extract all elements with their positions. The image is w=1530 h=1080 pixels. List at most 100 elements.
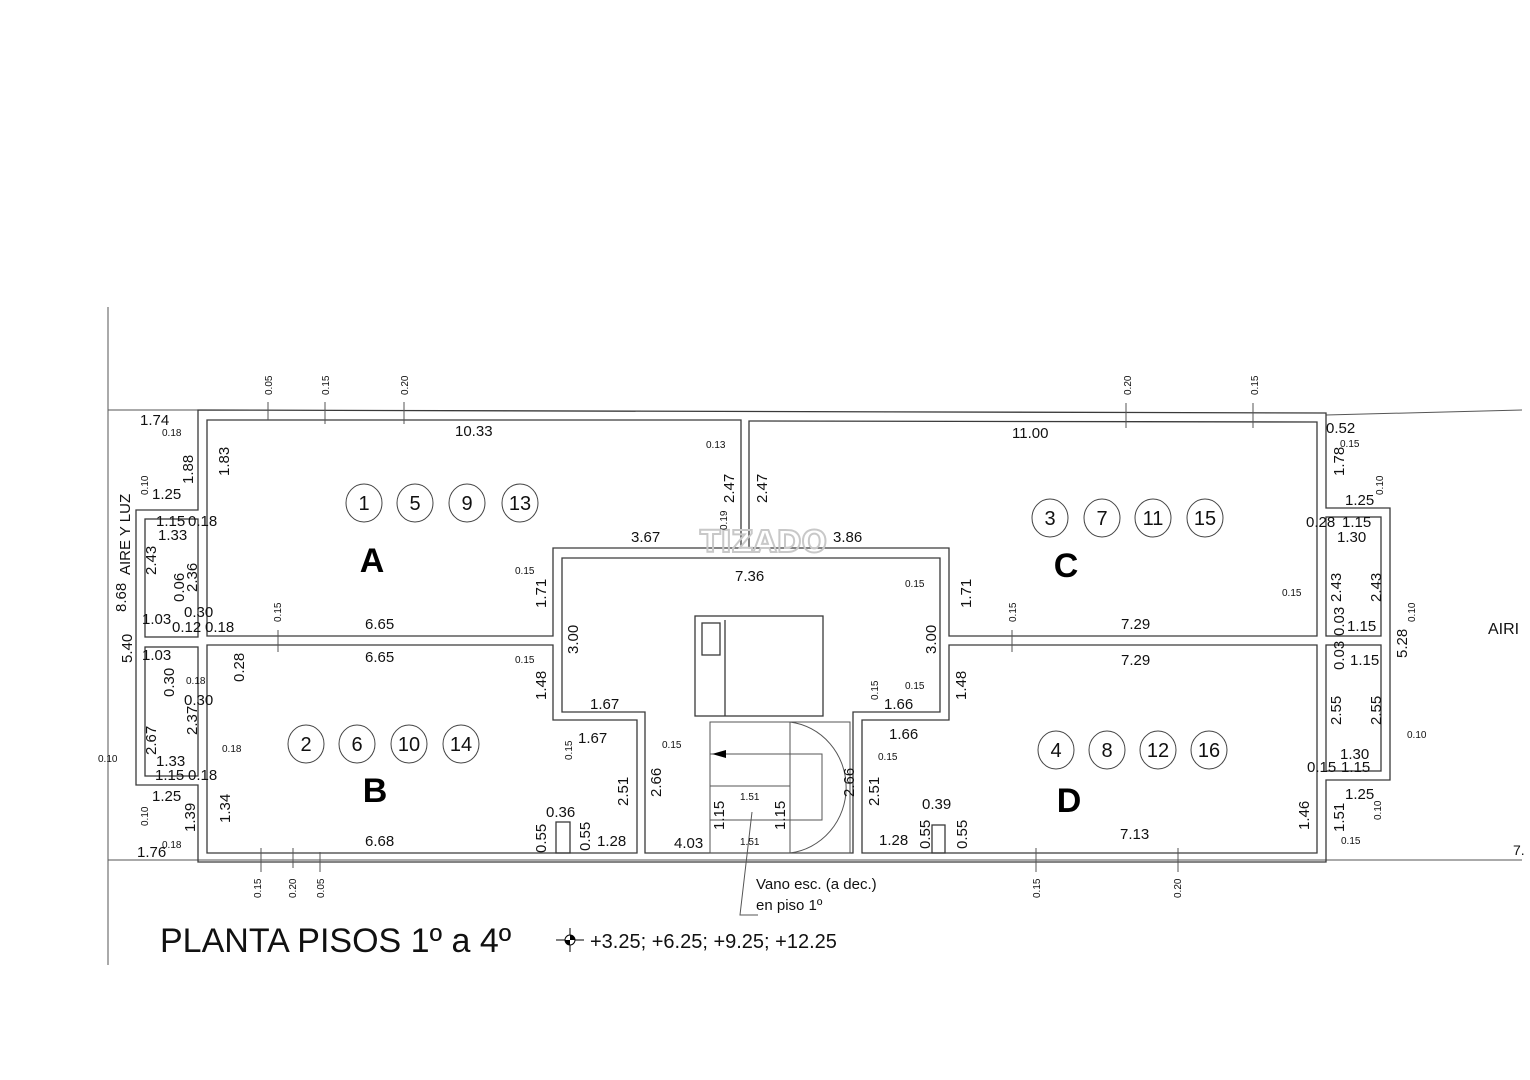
floor-number: 11 xyxy=(1143,508,1164,530)
dimension-label: 7.13 xyxy=(1120,826,1149,843)
dimension-label-vertical: 5.40 xyxy=(119,634,136,663)
dimension-label-vertical: 2.36 xyxy=(184,563,201,592)
dimension-label-vertical: 3.00 xyxy=(565,625,582,654)
dimension-label-small: 0.15 xyxy=(1032,878,1043,898)
dimension-label-vertical: 2.43 xyxy=(1368,573,1385,602)
floor-number: 2 xyxy=(300,734,311,756)
dimension-label-small: 0.15 xyxy=(1340,439,1360,450)
dimension-label-vertical: 0.55 xyxy=(917,820,934,849)
floor-number-circle xyxy=(1031,498,1069,538)
dimension-label: 0.30 xyxy=(184,604,213,621)
dimension-label-vertical: 0.30 xyxy=(161,668,178,697)
dimension-label-vertical: 2.55 xyxy=(1368,696,1385,725)
dimension-label-small: 0.13 xyxy=(706,440,726,451)
dimension-label: 1.51 xyxy=(740,792,760,803)
dimension-label-vertical: 1.48 xyxy=(533,671,550,700)
dimension-label-vertical: 0.03 xyxy=(1331,607,1348,636)
floor-number: 16 xyxy=(1198,740,1220,762)
dimension-label-vertical: 2.66 xyxy=(841,768,858,797)
site-boundary xyxy=(107,307,1523,965)
dimension-label: 0.39 xyxy=(922,796,951,813)
floor-number: 6 xyxy=(351,734,362,756)
dimension-label: 0.18 xyxy=(205,619,234,636)
level-marker-icon xyxy=(556,928,584,952)
dimension-label-vertical: 1.48 xyxy=(953,671,970,700)
floor-number: 3 xyxy=(1044,508,1055,530)
dimension-label-small: 0.15 xyxy=(1282,588,1302,599)
dimension-label-vertical: 0.06 xyxy=(171,573,188,602)
dimension-label: 7.29 xyxy=(1121,652,1150,669)
dimension-label-small: 0.15 xyxy=(273,602,284,622)
dimension-label: 0.12 xyxy=(172,619,201,636)
stair-arrow-icon xyxy=(712,750,726,758)
floor-number-circle xyxy=(1139,730,1177,770)
dimension-label: 1.15 xyxy=(1341,759,1370,776)
dimension-label: 1.30 xyxy=(1340,746,1369,763)
dimension-label-vertical: 2.51 xyxy=(866,777,883,806)
side-label-left: AIRE Y LUZ xyxy=(117,494,134,575)
dimension-label-small: 0.15 xyxy=(321,375,332,395)
floor-number-circle xyxy=(1083,498,1121,538)
dimension-label-small: 0.20 xyxy=(400,375,411,395)
dimension-label-vertical: 1.78 xyxy=(1331,447,1348,476)
unit-letter: C xyxy=(1054,547,1079,585)
floor-number: 14 xyxy=(450,734,472,756)
floor-number: 5 xyxy=(409,493,420,515)
dimension-label-vertical: 2.37 xyxy=(184,706,201,735)
floor-number-circle xyxy=(287,724,325,764)
dimension-label-small: 0.20 xyxy=(288,878,299,898)
dimension-label-vertical: 0.55 xyxy=(533,824,550,853)
unit-c-outline xyxy=(748,420,1318,637)
dimension-label-small: 0.15 xyxy=(662,740,682,751)
dimension-label-small: 0.15 xyxy=(564,740,575,760)
dimension-label: 1.03 xyxy=(142,611,171,628)
dimension-label: 1.15 xyxy=(156,513,185,530)
dimension-label: 1.74 xyxy=(140,412,169,429)
side-label-right: AIRI xyxy=(1488,621,1519,638)
dimension-label: 0.52 xyxy=(1326,420,1355,437)
floor-number: 9 xyxy=(461,493,472,515)
stair-opening xyxy=(709,721,851,854)
unit-b-outline xyxy=(206,644,638,854)
dimension-label: 1.03 xyxy=(142,647,171,664)
floor-number: 8 xyxy=(1101,740,1112,762)
dimension-label-vertical: 3.00 xyxy=(923,625,940,654)
dimension-label-small: 0.05 xyxy=(316,878,327,898)
dimension-label-small: 0.15 xyxy=(878,752,898,763)
elevator-shaft xyxy=(694,615,824,717)
dimension-label: 4.03 xyxy=(674,835,703,852)
dimension-label-small: 0.10 xyxy=(140,475,151,495)
dimension-label-small: 0.20 xyxy=(1123,375,1134,395)
dimension-label-vertical: 5.28 xyxy=(1394,629,1411,658)
dimension-label-small: 0.18 xyxy=(222,744,242,755)
floor-number-circle xyxy=(501,483,539,523)
floor-number-circle xyxy=(1134,498,1172,538)
floor-number-circle xyxy=(1186,498,1224,538)
dimension-label-vertical: 1.15 xyxy=(711,801,728,830)
floor-number: 13 xyxy=(509,493,531,515)
floor-number-circle xyxy=(338,724,376,764)
dimension-label-small: 0.20 xyxy=(1173,878,1184,898)
dimension-label-small: 0.18 xyxy=(162,428,182,439)
dimension-label: 1.15 xyxy=(1347,618,1376,635)
dimension-label: 1.28 xyxy=(597,833,626,850)
floor-number-circle xyxy=(448,483,486,523)
dimension-label: 1.15 xyxy=(1342,514,1371,531)
dimension-label-vertical: 0.55 xyxy=(577,822,594,851)
watermark: TIZADO xyxy=(700,525,827,560)
unit-a-outline xyxy=(206,419,742,637)
dimension-label-vertical: 1.46 xyxy=(1296,801,1313,830)
dimension-label: 0.18 xyxy=(188,767,217,784)
dimension-label-vertical: 2.43 xyxy=(143,546,160,575)
dimension-label: 1.67 xyxy=(590,696,619,713)
dimension-label: 6.65 xyxy=(365,649,394,666)
dimension-label: 1.67 xyxy=(578,730,607,747)
dimension-label-vertical: 0.28 xyxy=(231,653,248,682)
floor-number-circle xyxy=(1088,730,1126,770)
floor-number: 15 xyxy=(1194,508,1216,530)
dimension-label: 0.28 xyxy=(1306,514,1335,531)
dimension-label-small: 0.15 xyxy=(1341,836,1361,847)
